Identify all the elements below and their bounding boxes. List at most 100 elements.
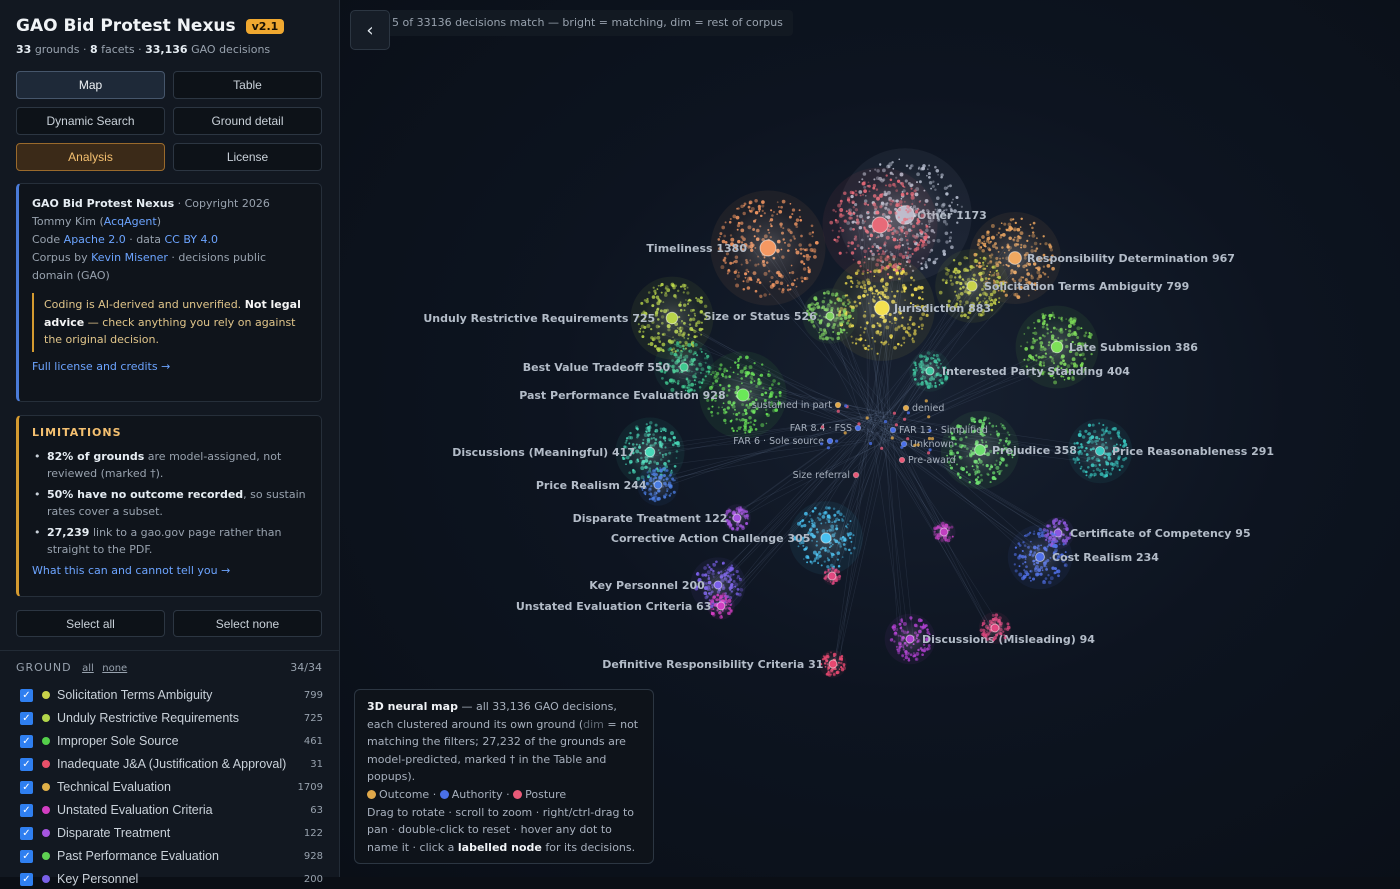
decision-dot[interactable] — [745, 522, 749, 525]
decision-dot[interactable] — [706, 563, 710, 567]
decision-dot[interactable] — [920, 266, 924, 271]
decision-dot[interactable] — [742, 211, 746, 216]
decision-dot[interactable] — [807, 303, 811, 308]
decision-dot[interactable] — [803, 276, 807, 280]
decision-dot[interactable] — [1084, 429, 1088, 433]
cluster-node[interactable] — [822, 566, 842, 586]
cluster-node[interactable]: Late Submission 386 — [1015, 305, 1199, 389]
cluster-label[interactable]: Disparate Treatment 122 — [573, 512, 728, 525]
decision-dot[interactable] — [1120, 437, 1123, 440]
decision-dot[interactable] — [997, 289, 1000, 292]
corpus-author-link[interactable]: Kevin Misener — [91, 251, 168, 264]
decision-dot[interactable] — [1082, 469, 1086, 473]
decision-dot[interactable] — [943, 366, 947, 370]
ground-filter-row[interactable]: ✓Inadequate J&A (Justification & Approva… — [20, 754, 323, 774]
decision-dot[interactable] — [1044, 529, 1048, 533]
cluster-label[interactable]: Interested Party Standing 404 — [942, 365, 1130, 378]
decision-dot[interactable] — [983, 619, 986, 622]
decision-dot[interactable] — [699, 296, 703, 300]
decision-dot[interactable] — [861, 272, 865, 276]
decision-dot[interactable] — [789, 288, 792, 291]
decision-dot[interactable] — [1111, 469, 1114, 472]
decision-dot[interactable] — [839, 208, 844, 212]
checkbox-checked-icon[interactable]: ✓ — [20, 734, 33, 748]
decision-dot[interactable] — [838, 510, 840, 512]
decision-dot[interactable] — [729, 566, 734, 571]
decision-dot[interactable] — [1027, 533, 1030, 536]
decision-dot[interactable] — [1010, 450, 1014, 453]
decision-dot[interactable] — [924, 305, 928, 308]
checkbox-checked-icon[interactable]: ✓ — [20, 711, 33, 725]
decision-dot[interactable] — [707, 407, 711, 411]
decision-dot[interactable] — [1088, 331, 1091, 335]
decision-dot[interactable] — [984, 259, 987, 262]
decision-dot[interactable] — [998, 297, 1001, 300]
decision-dot[interactable] — [852, 258, 855, 261]
decision-dot[interactable] — [735, 592, 739, 596]
decision-dot[interactable] — [995, 425, 998, 427]
cluster-label[interactable]: Key Personnel 200 — [589, 579, 705, 592]
facet-node[interactable]: FAR 6 · Sole source — [733, 436, 834, 447]
decision-dot[interactable] — [935, 169, 940, 173]
decision-dot[interactable] — [983, 416, 987, 420]
cluster-center[interactable] — [1008, 251, 1022, 265]
decision-dot[interactable] — [1024, 534, 1028, 538]
decision-dot[interactable] — [661, 427, 666, 432]
decision-dot[interactable] — [917, 285, 921, 289]
decision-dot[interactable] — [737, 426, 742, 431]
decision-dot[interactable] — [1118, 468, 1121, 472]
decision-dot[interactable] — [645, 423, 648, 426]
decision-dot[interactable] — [888, 162, 893, 167]
decision-dot[interactable] — [1073, 442, 1076, 445]
decision-dot[interactable] — [908, 166, 912, 170]
decision-dot[interactable] — [721, 239, 726, 244]
decision-dot[interactable] — [786, 284, 789, 287]
decision-dot[interactable] — [909, 164, 913, 168]
decision-dot[interactable] — [963, 313, 967, 318]
decision-dot[interactable] — [1029, 223, 1032, 226]
decision-dot[interactable] — [910, 164, 914, 168]
decision-dot[interactable] — [848, 300, 851, 303]
cluster-center[interactable] — [644, 446, 656, 458]
decision-dot[interactable] — [901, 269, 905, 274]
facet-dot[interactable] — [898, 456, 906, 464]
decision-dot[interactable] — [1016, 295, 1021, 300]
decision-dot[interactable] — [920, 230, 924, 234]
decision-dot[interactable] — [994, 477, 997, 481]
decision-dot[interactable] — [1088, 475, 1092, 479]
decision-dot[interactable] — [1047, 276, 1050, 278]
decision-dot[interactable] — [711, 382, 715, 385]
facet-dot[interactable] — [854, 424, 862, 432]
decision-dot[interactable] — [853, 546, 856, 550]
decision-dot[interactable] — [1060, 520, 1063, 523]
decision-dot[interactable] — [649, 342, 654, 346]
decision-dot[interactable] — [656, 288, 659, 290]
decision-dot[interactable] — [988, 422, 991, 425]
decision-dot[interactable] — [907, 658, 911, 662]
decision-dot[interactable] — [748, 200, 753, 205]
decision-dot[interactable] — [905, 164, 909, 167]
decision-dot[interactable] — [640, 301, 644, 305]
decision-dot[interactable] — [941, 278, 945, 282]
decision-dot[interactable] — [807, 312, 811, 316]
decision-dot[interactable] — [724, 240, 728, 244]
cluster-node[interactable]: Size or Status 526 — [704, 288, 858, 344]
decision-dot[interactable] — [636, 476, 641, 481]
decision-dot[interactable] — [919, 285, 924, 290]
cluster-center[interactable] — [825, 311, 835, 321]
decision-dot[interactable] — [1043, 272, 1047, 276]
decision-dot[interactable] — [914, 364, 917, 367]
decision-dot[interactable] — [1029, 579, 1032, 582]
decision-dot[interactable] — [1014, 546, 1018, 549]
decision-dot[interactable] — [802, 558, 805, 560]
decision-dot[interactable] — [882, 168, 886, 173]
decision-dot[interactable] — [981, 312, 985, 316]
decision-dot[interactable] — [681, 283, 686, 288]
decision-dot[interactable] — [968, 423, 971, 426]
decision-dot[interactable] — [886, 164, 890, 169]
decision-dot[interactable] — [704, 361, 707, 364]
decision-dot[interactable] — [1040, 531, 1043, 535]
decision-dot[interactable] — [742, 280, 745, 283]
decision-dot[interactable] — [961, 427, 964, 430]
decision-dot[interactable] — [913, 329, 917, 333]
